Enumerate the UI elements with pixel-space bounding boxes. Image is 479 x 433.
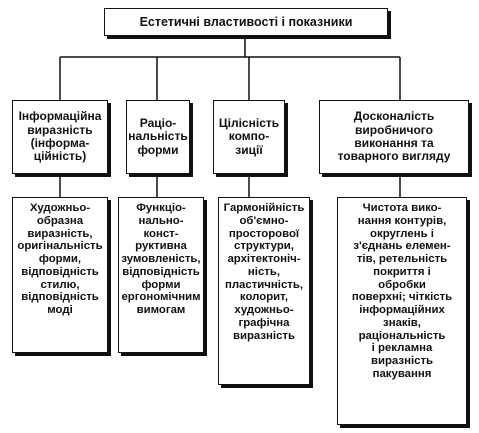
category-box-4: Досконалість виробничого виконання та то… [319,100,469,174]
detail-box-2: Функціо- нально- конст- руктивна зумовле… [118,197,204,353]
detail-text-1: Художньо- образна виразність, оригінальн… [17,202,103,317]
detail-box-1: Художньо- образна виразність, оригінальн… [12,197,108,353]
category-box-3: Цілісність компо- зиції [213,100,285,174]
detail-box-3: Гармонійність об'ємно- просторової струк… [218,197,310,385]
diagram-title-box: Естетичні властивості і показники [104,8,388,36]
detail-text-4: Чистота вико- нання контурів, округлень … [351,202,453,380]
category-label-1: Інформаційна виразність (інформа- ційніс… [18,109,102,164]
category-box-2: Раціо- нальність форми [126,100,190,174]
category-label-3: Цілісність компо- зиції [218,115,280,157]
category-label-4: Досконалість виробничого виконання та то… [337,109,451,164]
detail-text-3: Гармонійність об'ємно- просторової струк… [223,202,305,342]
detail-text-2: Функціо- нально- конст- руктивна зумовле… [121,202,201,317]
category-label-2: Раціо- нальність форми [128,115,188,157]
detail-box-4: Чистота вико- нання контурів, округлень … [337,197,467,425]
diagram-title: Естетичні властивості і показники [139,15,353,29]
category-box-1: Інформаційна виразність (інформа- ційніс… [12,100,108,174]
